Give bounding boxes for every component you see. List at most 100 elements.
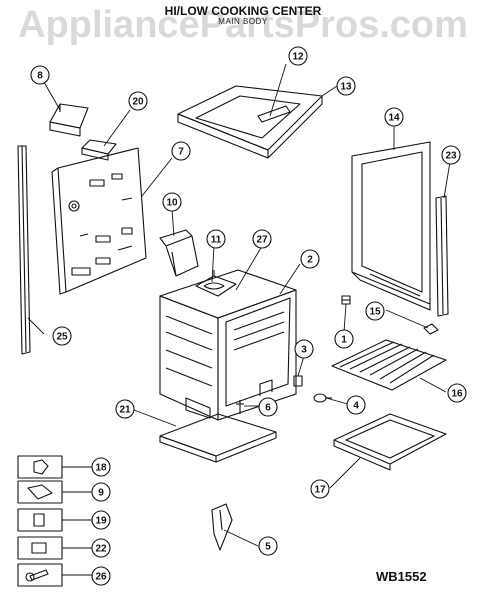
callout-label: 14	[388, 113, 400, 124]
callout-circle	[300, 249, 320, 269]
callout-circle	[258, 397, 278, 417]
callout-label: 23	[445, 151, 457, 162]
part-16-rack	[331, 339, 447, 391]
part-15-small-part	[423, 323, 439, 335]
callout-circle	[258, 536, 278, 556]
part-8-bracket	[49, 103, 89, 137]
callout-8: 8	[30, 65, 50, 85]
diagram-code: WB1552	[376, 569, 427, 584]
part-5-clip	[211, 503, 233, 551]
callout-label: 1	[341, 335, 347, 346]
part-13-top-panel	[177, 85, 323, 159]
callout-10: 10	[162, 192, 182, 212]
oven-body	[159, 269, 297, 421]
callout-circle	[441, 145, 461, 165]
callout-layer: 1234567891011121314151617181920212223252…	[30, 46, 467, 586]
callout-17: 17	[310, 479, 330, 499]
callout-23: 23	[441, 145, 461, 165]
callout-circle	[365, 301, 385, 321]
callout-circle	[91, 510, 111, 530]
callout-label: 17	[314, 485, 326, 496]
callout-circle	[30, 65, 50, 85]
callout-label: 3	[301, 345, 307, 356]
callout-label: 15	[369, 307, 381, 318]
callout-20: 20	[128, 91, 148, 111]
callout-circle	[52, 326, 72, 346]
callout-label: 27	[256, 235, 268, 246]
callout-19: 19	[91, 510, 111, 530]
callout-11: 11	[206, 229, 226, 249]
callout-1: 1	[334, 329, 354, 349]
callout-circle	[310, 479, 330, 499]
callout-label: 10	[166, 198, 178, 209]
callout-15: 15	[365, 301, 385, 321]
callout-circle	[115, 399, 135, 419]
diagram-subtitle: MAIN BODY	[218, 17, 268, 26]
part-21-base-plate	[159, 413, 277, 463]
callout-label: 8	[37, 71, 43, 82]
part-23-strip	[435, 195, 449, 317]
callout-label: 26	[95, 572, 107, 583]
callout-label: 7	[178, 147, 184, 158]
callout-25: 25	[52, 326, 72, 346]
callout-circle	[91, 566, 111, 586]
callout-6: 6	[258, 397, 278, 417]
callout-label: 22	[95, 544, 107, 555]
part-6-pin	[236, 400, 244, 414]
callout-circle	[346, 395, 366, 415]
callout-27: 27	[252, 229, 272, 249]
watermark: AppliancePartsPros.com	[18, 4, 468, 46]
part-7-side-panel	[51, 147, 147, 295]
callout-label: 9	[98, 488, 104, 499]
callout-label: 16	[451, 389, 463, 400]
part-20-block	[81, 139, 117, 161]
hardware-boxes	[17, 455, 63, 587]
callout-label: 5	[265, 542, 271, 553]
callout-22: 22	[91, 538, 111, 558]
part-14-door-frame	[351, 141, 431, 311]
callout-label: 20	[132, 97, 144, 108]
callout-circle	[294, 339, 314, 359]
part-1-clip	[341, 295, 351, 305]
callout-18: 18	[91, 457, 111, 477]
callout-2: 2	[300, 249, 320, 269]
callout-16: 16	[447, 383, 467, 403]
callout-label: 12	[292, 52, 304, 63]
callout-circle	[252, 229, 272, 249]
part-4-knob	[313, 393, 332, 403]
callout-circle	[128, 91, 148, 111]
callout-circle	[91, 457, 111, 477]
callout-label: 6	[265, 403, 271, 414]
callout-5: 5	[258, 536, 278, 556]
part-25-strip	[17, 145, 31, 355]
callout-7: 7	[171, 141, 191, 161]
callout-label: 18	[95, 463, 107, 474]
callout-circle	[91, 538, 111, 558]
callout-13: 13	[336, 76, 356, 96]
callout-circle	[447, 383, 467, 403]
callout-label: 11	[211, 235, 222, 246]
callout-3: 3	[294, 339, 314, 359]
callout-21: 21	[115, 399, 135, 419]
callout-label: 19	[95, 516, 107, 527]
callout-14: 14	[384, 107, 404, 127]
callout-label: 4	[353, 401, 359, 412]
callout-4: 4	[346, 395, 366, 415]
callout-label: 2	[307, 255, 313, 266]
part-17-broiler-pan	[333, 413, 447, 471]
callout-circle	[384, 107, 404, 127]
callout-12: 12	[288, 46, 308, 66]
callout-circle	[334, 329, 354, 349]
callout-9: 9	[91, 482, 111, 502]
callout-label: 25	[56, 332, 68, 343]
callout-circle	[336, 76, 356, 96]
leader-lines	[27, 63, 451, 576]
part-3-clip	[293, 375, 303, 387]
callout-circle	[91, 482, 111, 502]
callout-circle	[206, 229, 226, 249]
callout-label: 21	[119, 405, 131, 416]
callout-label: 13	[340, 82, 352, 93]
diagram-title: HI/LOW COOKING CENTER	[164, 4, 322, 18]
